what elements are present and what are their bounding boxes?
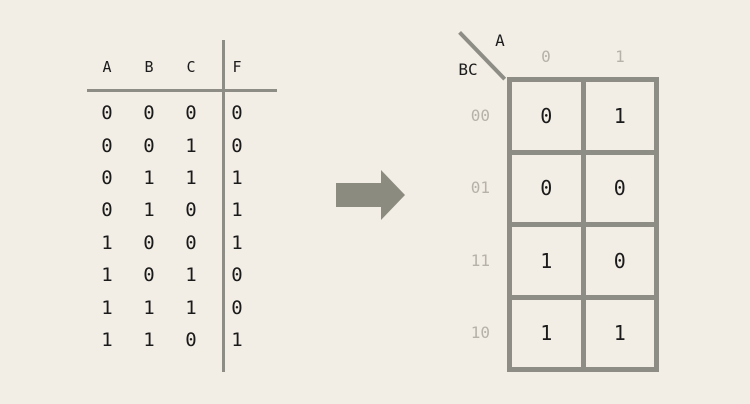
table-row: 0 0 1 0 [86,129,258,161]
cell-f: 0 [231,264,243,287]
output-divider-line [222,40,225,372]
table-row: 1 0 1 0 [86,259,258,291]
header-a: A [102,58,112,76]
truth-table-body: 0 0 0 0 0 0 1 0 0 1 1 1 0 1 0 1 [86,97,258,356]
right-arrow-icon [336,170,405,220]
kmap-grid: 0 1 0 0 1 0 1 1 [507,77,659,372]
cell-c: 0 [185,102,197,125]
cell-b: 0 [143,231,155,254]
truth-table-header: A B C F [86,52,258,82]
cell-f: 0 [231,102,243,125]
table-row: 1 1 1 0 [86,291,258,323]
kmap-cell-11-1: 0 [585,227,654,295]
kmap-cell-11-0: 1 [512,227,581,295]
kmap-col-label-0: 0 [541,47,551,66]
cell-a: 1 [101,264,113,287]
cell-b: 1 [143,328,155,351]
table-row: 0 1 1 1 [86,162,258,194]
cell-a: 0 [101,102,113,125]
kmap-col-label-1: 1 [615,47,625,66]
arrow-head [381,170,405,220]
header-b: B [144,58,154,76]
table-row: 0 0 0 0 [86,97,258,129]
kmap-row-label-00: 00 [470,106,490,125]
kmap-row-label-01: 01 [470,178,490,197]
kmap-cell-10-1: 1 [585,299,654,367]
cell-f: 0 [231,296,243,319]
cell-a: 0 [101,166,113,189]
cell-b: 0 [143,264,155,287]
cell-b: 0 [143,102,155,125]
table-row: 0 1 0 1 [86,194,258,226]
header-divider-line [87,89,277,92]
kmap-row-variable-label: BC [458,60,478,79]
header-c: C [186,58,196,76]
cell-c: 0 [185,328,197,351]
cell-c: 1 [185,264,197,287]
kmap-cell-10-0: 1 [512,299,581,367]
cell-b: 1 [143,199,155,222]
cell-b: 1 [143,296,155,319]
kmap-cell-01-1: 0 [585,154,654,222]
table-row: 1 0 0 1 [86,227,258,259]
kmap-cell-00-0: 0 [512,82,581,150]
cell-c: 1 [185,296,197,319]
cell-a: 0 [101,134,113,157]
table-row: 1 1 0 1 [86,324,258,356]
cell-f: 1 [231,328,243,351]
cell-f: 1 [231,166,243,189]
cell-c: 1 [185,134,197,157]
header-f: F [232,58,242,76]
kmap-cell-00-1: 1 [585,82,654,150]
cell-b: 1 [143,166,155,189]
kmap-row-label-10: 10 [470,323,490,342]
cell-c: 1 [185,166,197,189]
cell-a: 1 [101,296,113,319]
cell-b: 0 [143,134,155,157]
cell-a: 1 [101,231,113,254]
cell-c: 0 [185,231,197,254]
cell-f: 1 [231,231,243,254]
cell-f: 0 [231,134,243,157]
kmap-row-label-11: 11 [470,251,490,270]
cell-f: 1 [231,199,243,222]
kmap-column-variable-label: A [495,31,505,50]
cell-a: 1 [101,328,113,351]
cell-a: 0 [101,199,113,222]
arrow-shaft [336,183,381,207]
cell-c: 0 [185,199,197,222]
kmap-cell-01-0: 0 [512,154,581,222]
